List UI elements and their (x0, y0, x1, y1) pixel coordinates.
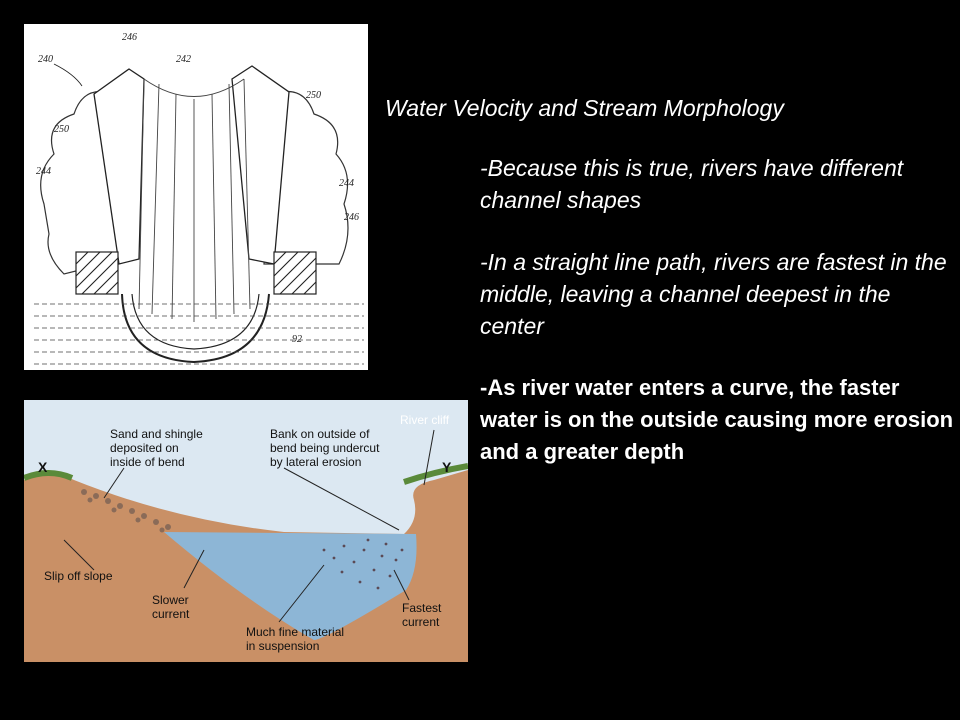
slide-text: Water Velocity and Stream Morphology -Be… (385, 95, 955, 468)
paragraph-channel-shapes: -Because this is true, rivers have diffe… (480, 155, 904, 213)
fastest-current-line2: current (402, 615, 440, 629)
grass-right (403, 463, 468, 485)
meander-cross-section-figure: River cliff Sand and shingle deposited o… (24, 400, 468, 662)
ref-246-top: 246 (122, 32, 137, 43)
ref-250-left: 250 (54, 124, 69, 135)
slower-current-line1: Slower (152, 593, 189, 607)
ref-240: 240 (38, 54, 53, 65)
ref-244-left: 244 (36, 166, 51, 177)
ref-92: 92 (292, 334, 302, 345)
ref-250-right: 250 (306, 90, 321, 101)
ref-244-right: 244 (339, 178, 354, 189)
ref-246-right: 246 (344, 212, 359, 223)
hatched-left-block (75, 251, 119, 295)
fine-material-line2: in suspension (246, 639, 319, 653)
grass-left (24, 470, 74, 481)
river-cliff-label: River cliff (400, 413, 450, 427)
meander-cross-section-drawing: River cliff Sand and shingle deposited o… (24, 413, 468, 662)
hatched-right-block (273, 251, 317, 295)
sand-label-line3: inside of bend (110, 455, 185, 469)
bank-label-line1: Bank on outside of (270, 427, 370, 441)
slower-current-line2: current (152, 607, 190, 621)
fastest-current-line1: Fastest (402, 601, 442, 615)
y-marker: Y (442, 459, 452, 475)
bank-label-line2: bend being undercut (270, 441, 380, 455)
channel-cross-section-figure: 240 246 242 250 250 244 244 246 92 (24, 24, 368, 370)
paragraph-curve-erosion: -As river water enters a curve, the fast… (480, 375, 954, 464)
sand-label-line1: Sand and shingle (110, 427, 203, 441)
channel-cross-section-drawing: 240 246 242 250 250 244 244 246 92 (34, 32, 364, 365)
x-marker: X (38, 459, 48, 475)
sand-label-line2: deposited on (110, 441, 179, 455)
bank-label-line3: by lateral erosion (270, 455, 361, 469)
fine-material-line1: Much fine material (246, 625, 344, 639)
ref-242: 242 (176, 54, 191, 65)
river-water (164, 532, 417, 640)
slip-off-slope-label: Slip off slope (44, 569, 113, 583)
slide-title: Water Velocity and Stream Morphology (385, 95, 784, 121)
paragraph-straight-path: -In a straight line path, rivers are fas… (480, 249, 947, 339)
